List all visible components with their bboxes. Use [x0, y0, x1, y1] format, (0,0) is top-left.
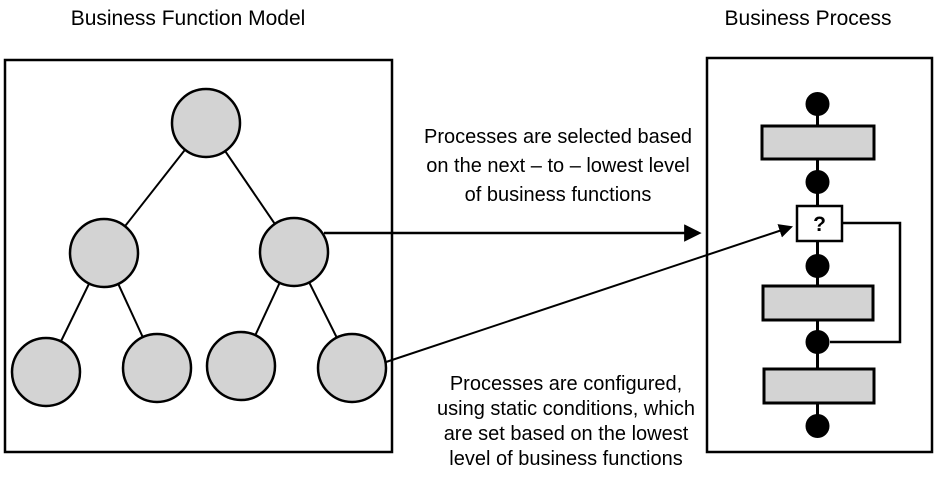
function-node-leaf-4 [316, 332, 388, 404]
annotation-selected: Processes are selected based on the next… [398, 123, 718, 210]
annotation-selected-line: of business functions [464, 184, 652, 206]
loop-back-line [830, 221, 902, 344]
function-model-box [3, 58, 394, 454]
decision-box [795, 204, 844, 243]
function-node-level2-right [258, 216, 330, 288]
business-process-title: Business Process [724, 7, 892, 30]
event-dot-4 [805, 330, 830, 354]
event-dot-5 [805, 414, 830, 438]
event-dot-1 [805, 92, 830, 116]
decision-label: ? [813, 213, 826, 236]
annotation-configured-line: are set based on the lowest [443, 423, 689, 445]
function-node-root [170, 87, 242, 159]
annotation-configured-line: level of business functions [449, 448, 683, 470]
event-dot-2 [805, 170, 830, 194]
annotation-selected-line: Processes are selected based [424, 126, 692, 148]
annotation-selected-line: on the next – to – lowest level [426, 155, 690, 177]
annotation-configured-line: Processes are configured, [449, 373, 683, 395]
annotation-configured-line: using static conditions, which [437, 398, 695, 420]
event-dot-3 [805, 254, 830, 278]
process-task-3 [762, 367, 876, 405]
function-node-leaf-3 [205, 330, 277, 402]
function-model-title: Business Function Model [70, 7, 306, 30]
function-node-level2-left [68, 217, 140, 289]
annotation-configured: Processes are configured, using static c… [406, 372, 726, 472]
configuration-arrow [385, 224, 793, 363]
process-task-2 [761, 284, 875, 322]
process-task-1 [760, 124, 876, 161]
function-node-leaf-2 [121, 332, 193, 404]
function-node-leaf-1 [10, 336, 82, 408]
